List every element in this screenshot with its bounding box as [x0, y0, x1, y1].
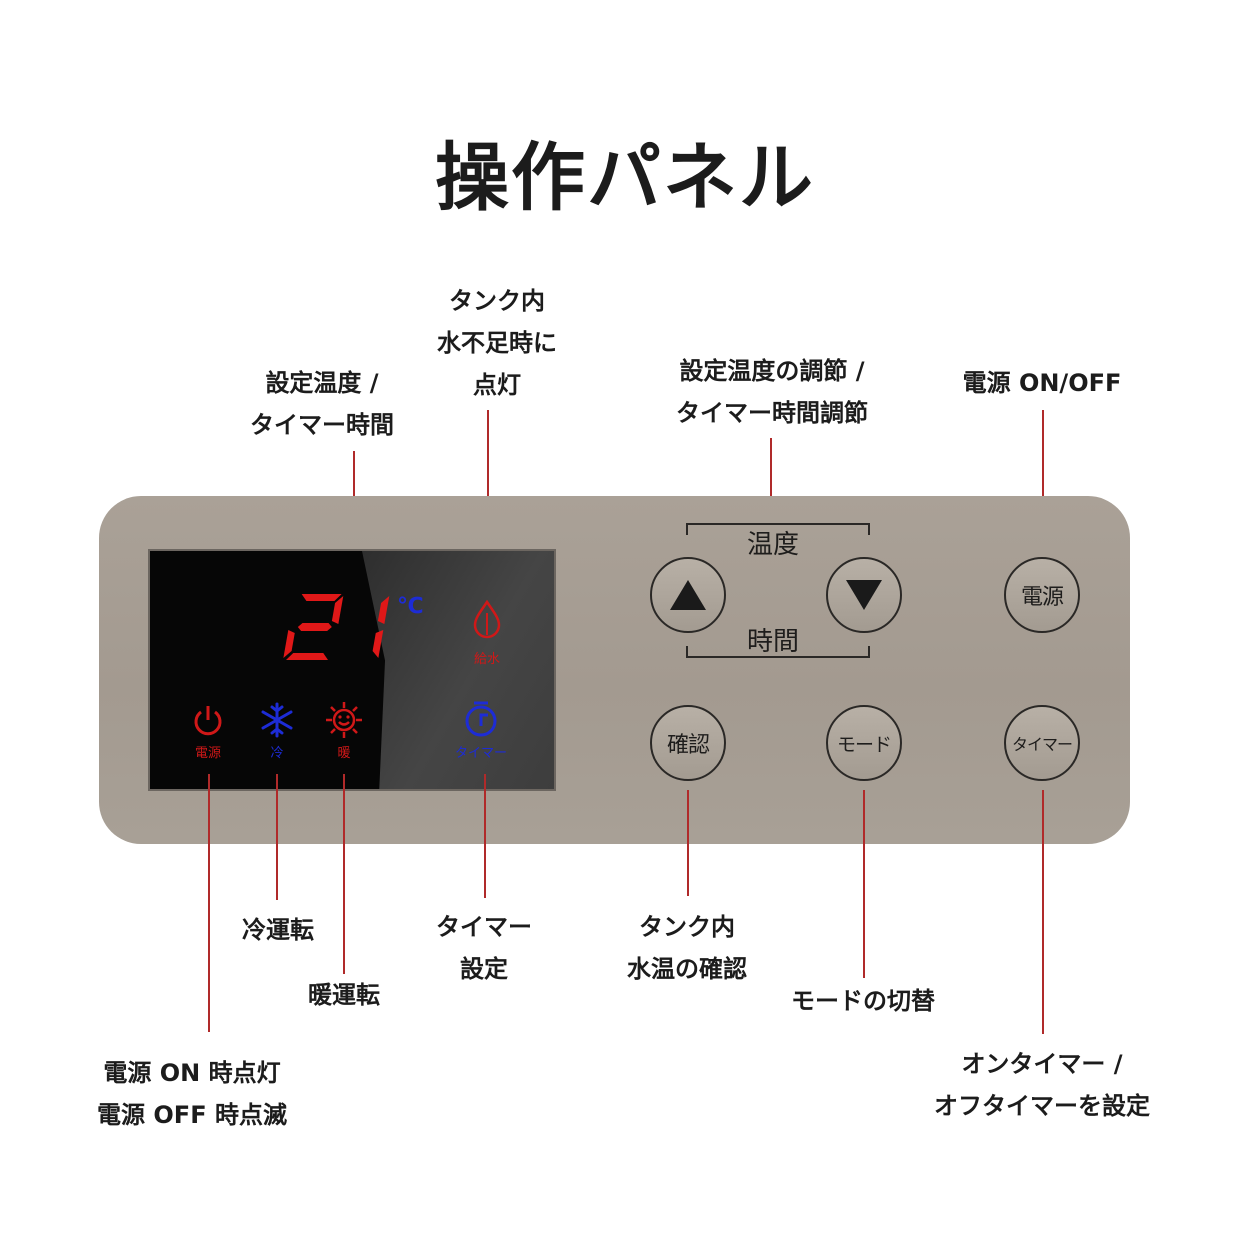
callout-power-lamp: 電源 ON 時点灯 電源 OFF 時点滅 [72, 1052, 312, 1136]
temp-group-label: 温度 [746, 530, 799, 560]
water-indicator-label: 給水 [473, 652, 500, 667]
leader-line [487, 410, 489, 578]
up-button[interactable] [650, 557, 726, 633]
callout-line: 電源 OFF 時点滅 [97, 1101, 287, 1129]
callout-cool: 冷運転 [218, 909, 338, 951]
heat-indicator-label: 暖 [337, 746, 351, 761]
callout-line: オンタイマー / [961, 1050, 1123, 1078]
leader-line [276, 774, 278, 900]
callout-timer-button: オンタイマー / オフタイマーを設定 [917, 1043, 1167, 1127]
temperature-digits: 21 [283, 594, 390, 660]
confirm-button-label: 確認 [666, 733, 710, 758]
callout-check: タンク内 水温の確認 [597, 906, 777, 990]
leader-line [343, 774, 345, 974]
page-title: 操作パネル [435, 135, 815, 221]
time-bracket [686, 646, 870, 658]
leader-line [1042, 410, 1044, 540]
cool-indicator-label: 冷 [270, 746, 284, 761]
callout-line: タンク内 [449, 287, 545, 315]
leader-line [484, 774, 486, 898]
callout-water-low: タンク内 水不足時に 点灯 [407, 280, 587, 406]
callout-line: オフタイマーを設定 [934, 1092, 1150, 1120]
screen-gloss [362, 551, 554, 789]
callout-timer-set: タイマー 設定 [414, 906, 554, 990]
callout-line: タイマー時間調節 [676, 399, 868, 427]
power-button[interactable]: 電源 [1004, 557, 1080, 633]
callout-display: 設定温度 / タイマー時間 [222, 362, 422, 446]
up-triangle-icon [670, 580, 706, 610]
callout-line: 設定温度の調節 / [679, 357, 865, 385]
callout-line: 設定温度 / [265, 369, 379, 397]
leader-line [687, 790, 689, 896]
down-triangle-icon [846, 580, 882, 610]
callout-line: 点灯 [473, 371, 521, 399]
timer-button[interactable]: タイマー [1004, 705, 1080, 781]
callout-power-button: 電源 ON/OFF [942, 362, 1142, 404]
callout-line: タイマー時間 [250, 411, 394, 439]
power-indicator-label: 電源 [194, 746, 221, 761]
callout-line: 暖運転 [308, 981, 380, 1009]
mode-button[interactable]: モード [826, 705, 902, 781]
callout-heat: 暖運転 [284, 974, 404, 1016]
confirm-button[interactable]: 確認 [650, 705, 726, 781]
callout-line: タイマー [436, 913, 532, 941]
timer-icon [465, 701, 497, 737]
power-button-label: 電源 [1020, 585, 1064, 610]
timer-button-label: タイマー [1011, 735, 1073, 754]
callout-line: 水温の確認 [627, 955, 747, 983]
time-group-label: 時間 [746, 627, 799, 657]
leader-line [208, 774, 210, 1032]
mode-button-label: モード [836, 733, 892, 756]
celsius-unit: ℃ [397, 594, 424, 619]
callout-line: モードの切替 [791, 987, 935, 1015]
temp-bracket [686, 523, 870, 535]
leader-line [863, 790, 865, 978]
callout-line: 電源 ON/OFF [962, 369, 1122, 397]
snowflake-icon [261, 702, 293, 738]
callout-line: 設定 [460, 955, 508, 983]
down-button[interactable] [826, 557, 902, 633]
sun-icon [326, 702, 362, 738]
leader-line [1042, 790, 1044, 1034]
callout-line: タンク内 [639, 913, 735, 941]
callout-adjust: 設定温度の調節 / タイマー時間調節 [652, 350, 892, 434]
timer-indicator-label: タイマー [454, 746, 507, 761]
water-drop-icon [473, 599, 501, 639]
callout-line: 水不足時に [437, 329, 557, 357]
callout-line: 冷運転 [242, 916, 314, 944]
power-icon [194, 706, 222, 736]
callout-mode: モードの切替 [763, 980, 963, 1022]
callout-line: 電源 ON 時点灯 [103, 1059, 281, 1087]
